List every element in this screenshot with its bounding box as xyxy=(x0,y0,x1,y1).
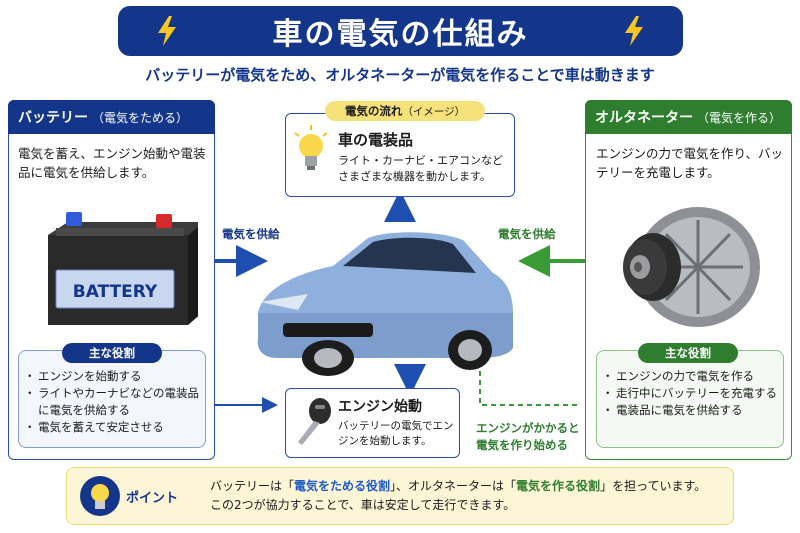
list-item: 電装品に電気を供給する xyxy=(602,402,781,419)
title-banner: 車の電気の仕組み xyxy=(118,6,683,56)
battery-header: バッテリー （電気をためる） xyxy=(8,100,215,134)
battery-label: BATTERY xyxy=(73,282,158,302)
engine-start-description: バッテリーの電気でエンジンを始動します。 xyxy=(338,420,454,447)
alternator-roles-title: 主な役割 xyxy=(638,343,738,363)
flow-label-text: 電気の流れ xyxy=(344,104,403,118)
car-icon xyxy=(257,232,513,376)
point-highlight-generate: 電気を作る役割 xyxy=(516,479,601,493)
electrics-title: 車の電装品 xyxy=(338,131,414,149)
list-item: 電気を蓄えて安定させる xyxy=(24,419,203,436)
point-box xyxy=(66,467,734,525)
electrics-description: ライト・カーナビ・エアコンなどさまざまな機器を動かします。 xyxy=(338,154,503,183)
light-bulb-icon xyxy=(294,125,328,170)
alternator-icon xyxy=(623,207,760,327)
point-text: バッテリーは「電気をためる役割」、オルタネーターは「電気を作る役割」を担っていま… xyxy=(210,477,730,515)
battery-icon: BATTERY xyxy=(48,212,198,325)
point-line-1: バッテリーは「電気をためる役割」、オルタネーターは「電気を作る役割」を担っていま… xyxy=(210,477,730,496)
alternator-header: オルタネーター （電気を作る） xyxy=(585,100,792,134)
lightning-icon xyxy=(625,16,643,46)
flow-label: 電気の流れ（イメージ） xyxy=(325,101,485,121)
arrow-engine-to-alternator xyxy=(479,335,580,406)
list-item: エンジンの力で電気を作る xyxy=(602,368,781,385)
point-text-part: バッテリーは「 xyxy=(210,479,295,493)
alternator-description: エンジンの力で電気を作り、バッテリーを充電します。 xyxy=(596,146,784,180)
alternator-header-sub: （電気を作る） xyxy=(697,110,782,125)
supply-label-left: 電気を供給 xyxy=(222,227,280,241)
lightning-icon xyxy=(158,16,176,46)
point-text-part: 」を担っています。 xyxy=(600,479,707,493)
battery-description: 電気を蓄え、エンジン始動や電装品に電気を供給します。 xyxy=(18,146,206,180)
point-highlight-storage: 電気をためる役割 xyxy=(294,479,391,493)
alternator-header-title: オルタネーター xyxy=(595,110,693,126)
list-item: ライトやカーナビなどの電装品に電気を供給する xyxy=(24,385,203,419)
subtitle: バッテリーが電気をため、オルタネーターが電気を作ることで車は動きます xyxy=(145,66,655,84)
list-item: 走行中にバッテリーを充電する xyxy=(602,385,781,402)
electrics-box xyxy=(285,113,515,197)
supply-label-right: 電気を供給 xyxy=(498,227,556,241)
light-bulb-icon xyxy=(80,476,120,516)
alternator-roles-list: エンジンの力で電気を作る 走行中にバッテリーを充電する 電装品に電気を供給する xyxy=(602,368,781,419)
flow-label-sub: （イメージ） xyxy=(402,106,466,118)
point-label: ポイント xyxy=(126,491,179,506)
battery-roles-title: 主な役割 xyxy=(62,343,162,363)
car-key-icon xyxy=(298,398,331,445)
list-item: エンジンを始動する xyxy=(24,368,203,385)
engine-start-title: エンジン始動 xyxy=(338,399,422,415)
battery-header-sub: （電気をためる） xyxy=(92,110,189,125)
battery-header-title: バッテリー xyxy=(18,110,88,126)
point-text-part: 」、オルタネーターは「 xyxy=(390,479,517,493)
engine-generate-label: エンジンがかかると電気を作り始める xyxy=(476,421,580,452)
page-title: 車の電気の仕組み xyxy=(272,17,529,52)
point-line-2: この2つが協力することで、車は安定して走行できます。 xyxy=(210,498,516,512)
battery-roles-list: エンジンを始動する ライトやカーナビなどの電装品に電気を供給する 電気を蓄えて安… xyxy=(24,368,203,436)
